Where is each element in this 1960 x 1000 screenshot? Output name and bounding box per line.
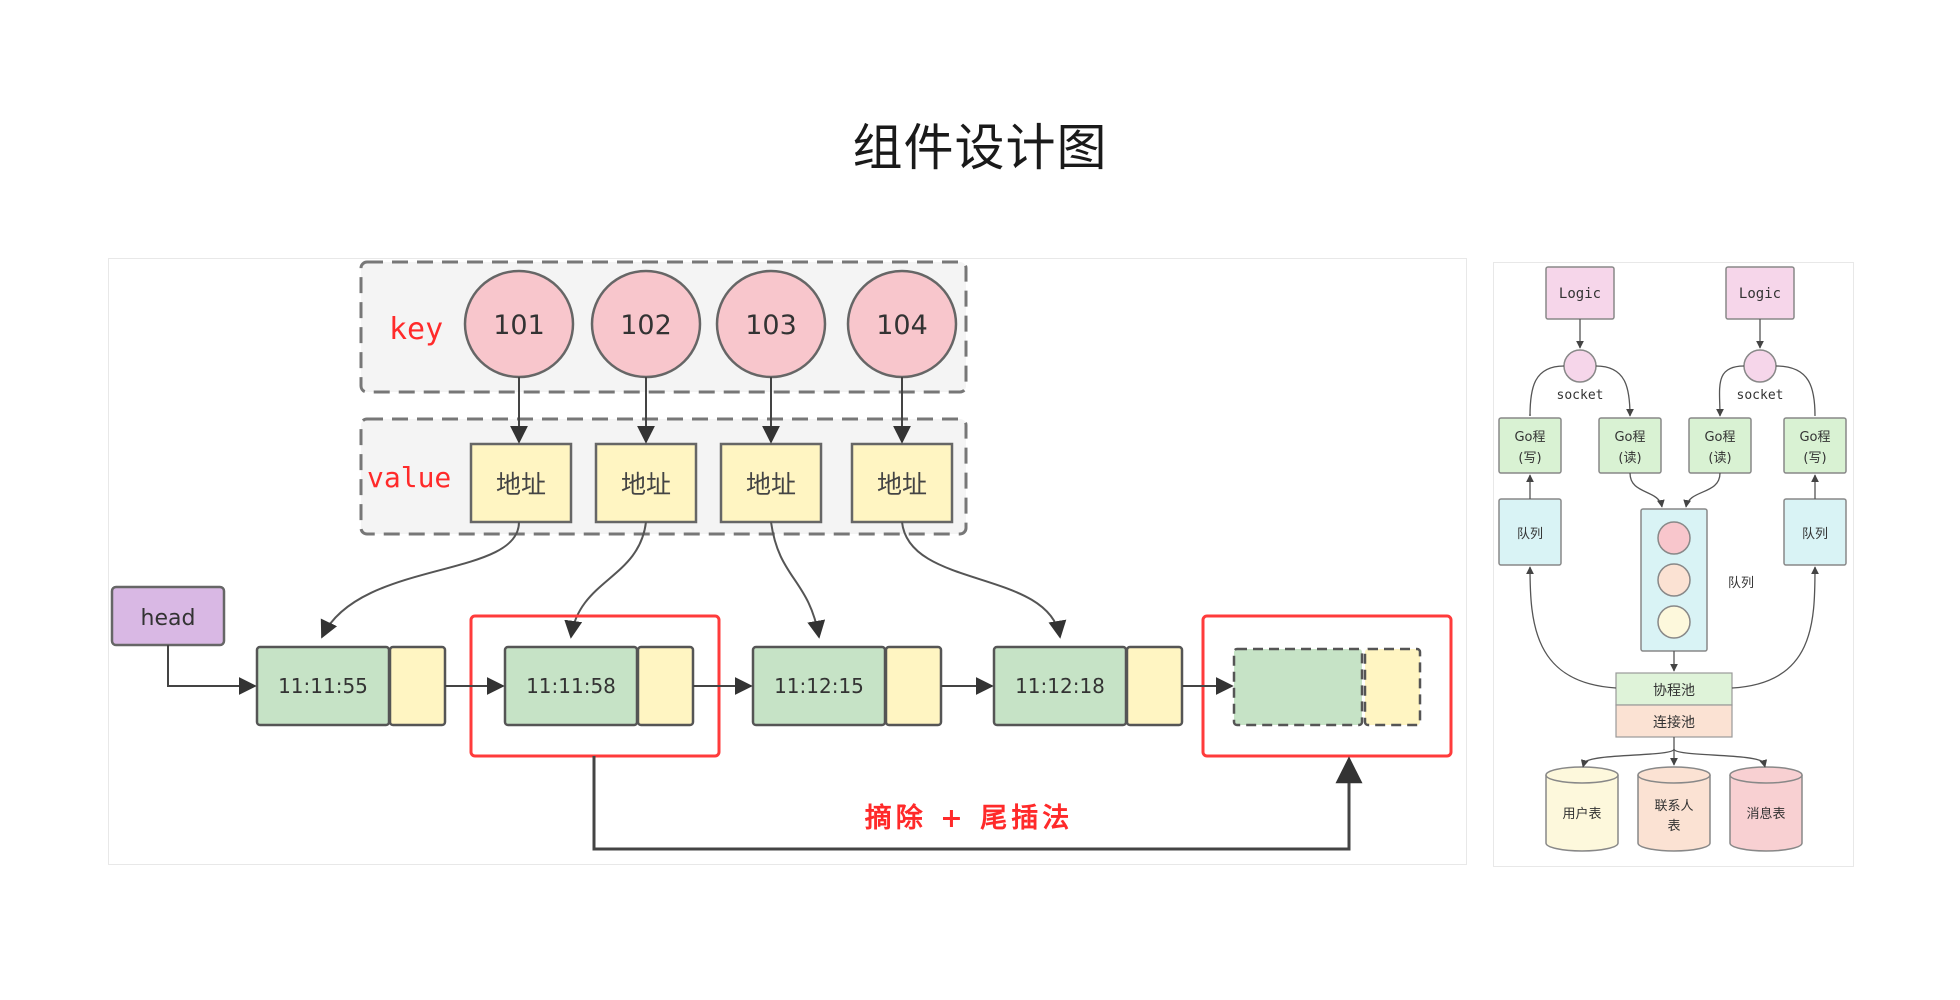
architecture-svg: Logic Logic socket socket Go程 (写) Go程 (读… xyxy=(1498,266,1847,852)
queue-label: 队列 xyxy=(1517,527,1543,542)
go-write-box-right: Go程 (写) xyxy=(1783,417,1847,474)
go-label-mode: (读) xyxy=(1708,451,1731,466)
architecture-connectors xyxy=(1526,319,1819,768)
value-cell-label: 地址 xyxy=(621,470,671,499)
head-label: head xyxy=(141,606,196,631)
queue-box-right: 队列 xyxy=(1783,498,1847,566)
list-node-1: 11:11:55 xyxy=(255,645,447,727)
node-time: 11:11:55 xyxy=(278,674,368,698)
table-label: 联系人 xyxy=(1654,799,1693,814)
list-node-3: 11:12:15 xyxy=(751,645,943,727)
value-label: value xyxy=(367,461,451,494)
value-cell-2: 地址 xyxy=(594,442,698,524)
key-label: key xyxy=(389,312,443,347)
socket-label-right: socket xyxy=(1737,388,1784,403)
socket-node-right xyxy=(1743,349,1777,383)
go-label: Go程 xyxy=(1614,430,1645,445)
key-circle-label: 104 xyxy=(876,310,928,341)
go-label-mode: (写) xyxy=(1803,451,1826,466)
lru-cache-diagram: key 101 102 103 104 value 地址 地址 地址 地址 xyxy=(108,258,1467,865)
list-link-arrows xyxy=(167,645,1234,695)
value-cell-4: 地址 xyxy=(850,442,954,524)
pool-label: 连接池 xyxy=(1653,714,1695,731)
coroutine-pool-box: 协程池 xyxy=(1615,672,1733,706)
go-label: Go程 xyxy=(1514,430,1545,445)
go-read-box-right: Go程 (读) xyxy=(1688,417,1752,474)
value-cell-3: 地址 xyxy=(719,442,823,524)
socket-node-left xyxy=(1563,349,1597,383)
node-time: 11:12:18 xyxy=(1015,674,1105,698)
value-node-arrows xyxy=(320,521,1067,639)
logic-box-right: Logic xyxy=(1725,266,1795,320)
node-time: 11:11:58 xyxy=(526,674,616,698)
logic-label: Logic xyxy=(1559,286,1601,302)
move-to-tail-arrow xyxy=(592,756,1363,851)
architecture-diagram: Logic Logic socket socket Go程 (写) Go程 (读… xyxy=(1493,262,1854,867)
table-label: 消息表 xyxy=(1746,806,1785,822)
key-circle-label: 102 xyxy=(620,310,672,341)
list-node-4: 11:12:18 xyxy=(992,645,1184,727)
logic-box-left: Logic xyxy=(1545,266,1615,320)
queue-center-label: 队列 xyxy=(1728,576,1754,591)
go-label-mode: (读) xyxy=(1618,451,1641,466)
tail-placeholder-node xyxy=(1232,647,1422,727)
key-circle-101: 101 xyxy=(463,269,575,379)
database-messages: 消息表 xyxy=(1729,766,1803,852)
page-title: 组件设计图 xyxy=(852,119,1108,177)
key-circle-103: 103 xyxy=(715,269,827,379)
socket-label-left: socket xyxy=(1557,388,1604,403)
queue-box-left: 队列 xyxy=(1498,498,1562,566)
list-node-2: 11:11:58 xyxy=(503,645,695,727)
go-label: Go程 xyxy=(1799,430,1830,445)
connection-pool-box: 连接池 xyxy=(1615,704,1733,738)
database-contacts: 联系人 表 xyxy=(1637,766,1711,852)
value-cell-label: 地址 xyxy=(746,470,796,499)
database-users: 用户表 xyxy=(1545,766,1619,852)
go-label: Go程 xyxy=(1704,430,1735,445)
operation-label: 摘除 + 尾插法 xyxy=(865,802,1073,834)
key-circle-102: 102 xyxy=(590,269,702,379)
queue-label: 队列 xyxy=(1802,527,1828,542)
key-circle-104: 104 xyxy=(846,269,958,379)
node-time: 11:12:15 xyxy=(774,674,864,698)
key-circle-label: 103 xyxy=(745,310,797,341)
value-cell-label: 地址 xyxy=(496,470,546,499)
logic-label: Logic xyxy=(1739,286,1781,302)
key-circle-label: 101 xyxy=(493,310,545,341)
lru-cache-svg: key 101 102 103 104 value 地址 地址 地址 地址 xyxy=(110,260,1453,851)
go-read-box-left: Go程 (读) xyxy=(1598,417,1662,474)
value-cell-label: 地址 xyxy=(877,470,927,499)
table-label: 用户表 xyxy=(1562,806,1601,822)
head-node: head xyxy=(110,585,226,647)
pool-label: 协程池 xyxy=(1653,683,1695,699)
table-label-line2: 表 xyxy=(1667,819,1680,834)
go-write-box-left: Go程 (写) xyxy=(1498,417,1562,474)
queue-center xyxy=(1640,508,1708,652)
go-label-mode: (写) xyxy=(1518,451,1541,466)
value-cell-1: 地址 xyxy=(469,442,573,524)
key-value-arrows xyxy=(510,377,911,444)
